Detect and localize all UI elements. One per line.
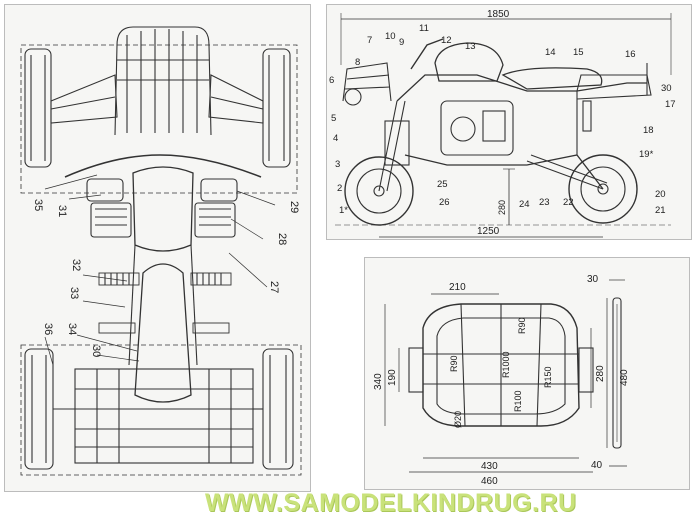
- callout-22: 22: [563, 197, 574, 208]
- callout-6: 6: [329, 75, 334, 86]
- callout-14: 14: [545, 47, 556, 58]
- label-tube-diameter: Ø20: [453, 411, 463, 428]
- label-r100: R100: [513, 390, 523, 412]
- seat-frame-profile: [612, 297, 622, 449]
- callout-18: 18: [643, 125, 654, 136]
- headlight: [344, 88, 362, 106]
- callout-13: 13: [465, 41, 476, 52]
- dim-height-inner: 190: [387, 369, 398, 386]
- callout-17: 17: [665, 99, 676, 110]
- callout-32: 32: [70, 259, 82, 271]
- side-view-svg: 1850 1250 280 1* 2 3 4 5 6 7 8 9 10 11 1…: [329, 9, 676, 238]
- label-r150: R150: [543, 366, 553, 388]
- main-frame: [396, 74, 647, 102]
- callout-19: 19*: [639, 149, 654, 160]
- callout-26: 26: [439, 197, 450, 208]
- callout-1: 1*: [339, 205, 348, 216]
- fuel-tank-side: [434, 42, 504, 82]
- seat-frame-drawing: 210 430 460 340 190 280 480 30 40 R90 R9…: [364, 257, 690, 490]
- dim-tube-thickness: 30: [587, 274, 599, 285]
- right-cylinder: [194, 202, 236, 238]
- callout-25: 25: [437, 179, 448, 190]
- callout-31: 31: [56, 205, 68, 217]
- seat-frame-svg: 210 430 460 340 190 280 480 30 40 R90 R9…: [373, 274, 630, 487]
- callout-27: 27: [268, 281, 280, 293]
- handlebar: [64, 154, 262, 178]
- callout-30-side: 30: [661, 83, 672, 94]
- top-view-drawing: 35 31 32 33 36 34 30 29 28 27: [4, 4, 311, 492]
- callout-23: 23: [539, 197, 550, 208]
- engine: [440, 100, 514, 156]
- top-frame-dashed: [20, 44, 298, 194]
- front-left-wheel: [24, 48, 52, 168]
- left-handle: [408, 347, 424, 393]
- callout-29: 29: [288, 201, 300, 213]
- callout-15: 15: [573, 47, 584, 58]
- callout-3: 3: [335, 159, 340, 170]
- callout-24: 24: [519, 199, 530, 210]
- rear-rack: [74, 368, 254, 464]
- callout-20: 20: [655, 189, 666, 200]
- front-wheel: [344, 156, 414, 226]
- side-view-drawing: 1850 1250 280 1* 2 3 4 5 6 7 8 9 10 11 1…: [326, 4, 692, 240]
- label-r90-top: R90: [517, 317, 527, 334]
- callout-9: 9: [399, 37, 404, 48]
- front-rack-side: [342, 62, 392, 102]
- callout-2: 2: [337, 183, 342, 194]
- callout-34: 34: [66, 323, 78, 335]
- label-r90-mid: R90: [449, 355, 459, 372]
- callout-28: 28: [276, 233, 288, 245]
- front-right-wheel: [262, 48, 291, 168]
- watermark: WWW.SAMODELKINDRUG.RU: [205, 489, 577, 517]
- dim-inner-width: 430: [481, 461, 498, 472]
- callout-12: 12: [441, 35, 452, 46]
- dim-outer-width: 460: [481, 476, 498, 487]
- right-a-arm: [208, 74, 264, 124]
- handlebar-side: [410, 38, 444, 70]
- rear-frame-dashed: [20, 344, 302, 476]
- rear-left-wheel: [24, 348, 54, 470]
- dim-bottom-offset: 40: [591, 460, 603, 471]
- callout-33: 33: [68, 287, 80, 299]
- rear-rack-side: [576, 74, 652, 100]
- callout-21: 21: [655, 205, 666, 216]
- callout-16: 16: [625, 49, 636, 60]
- front-rack: [114, 26, 212, 136]
- callout-10: 10: [385, 31, 396, 42]
- right-footrest: [190, 272, 232, 286]
- dim-height-outer: 340: [373, 373, 384, 390]
- left-cylinder: [90, 202, 132, 238]
- left-a-arm: [50, 74, 118, 124]
- top-view-svg: 35 31 32 33 36 34 30 29 28 27: [20, 26, 302, 476]
- seat: [134, 263, 192, 403]
- callout-11: 11: [419, 23, 429, 34]
- callout-36: 36: [42, 323, 54, 335]
- callout-35: 35: [32, 199, 44, 211]
- label-r1000: R1000: [501, 351, 511, 378]
- seat-frame-inner: [436, 317, 566, 415]
- seat-side: [501, 67, 603, 90]
- callout-8: 8: [355, 57, 360, 68]
- dim-ground-clearance: 280: [497, 200, 507, 215]
- dim-top-width: 210: [449, 282, 466, 293]
- callout-4: 4: [333, 133, 338, 144]
- dim-right-height-a: 280: [595, 365, 606, 382]
- callout-5: 5: [331, 113, 336, 124]
- dim-right-height-b: 480: [619, 369, 630, 386]
- callout-30: 30: [90, 345, 102, 357]
- dim-wheelbase: 1250: [477, 226, 500, 237]
- callout-7: 7: [367, 35, 372, 46]
- fuel-tank: [132, 166, 194, 252]
- rear-right-wheel: [262, 348, 294, 470]
- right-handle: [578, 347, 594, 393]
- rear-wheel: [568, 154, 638, 224]
- dim-overall-length: 1850: [487, 9, 510, 20]
- seat-frame-outer: [422, 303, 580, 427]
